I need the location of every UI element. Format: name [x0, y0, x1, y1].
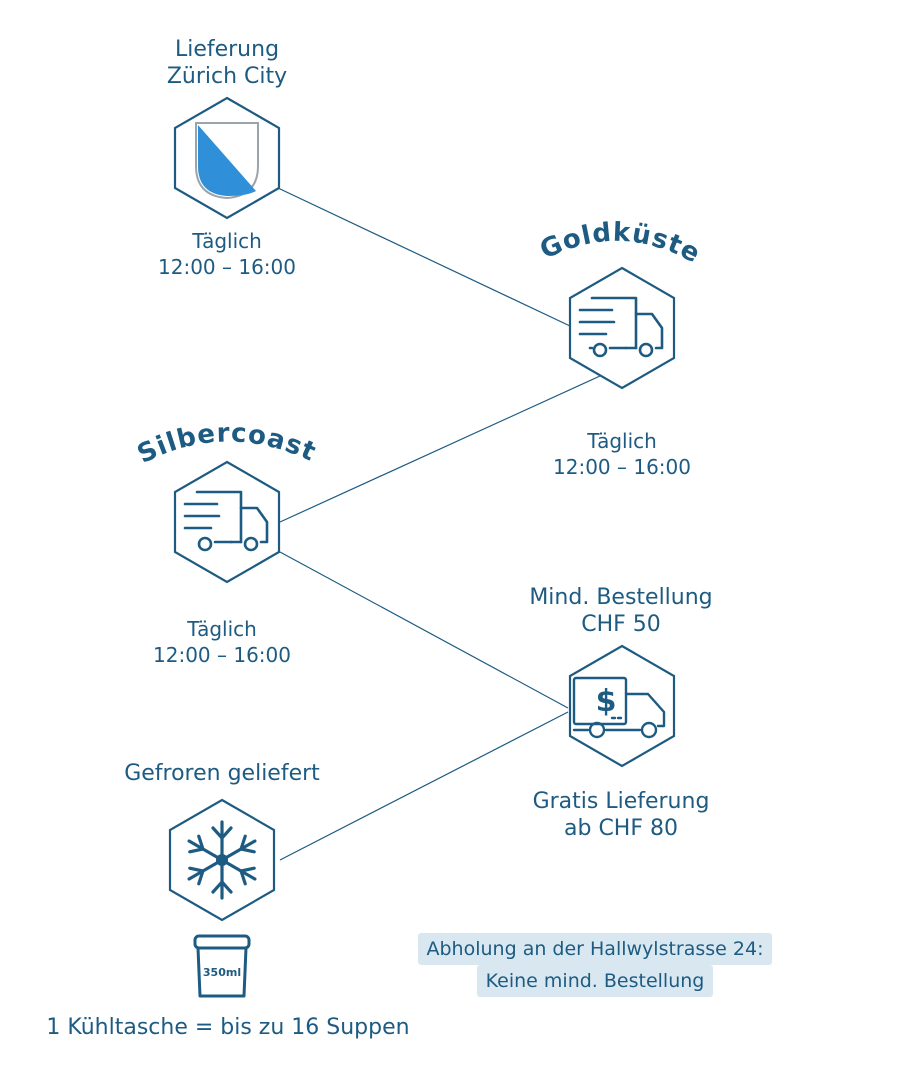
minimum-order-line2: CHF 50: [581, 612, 661, 637]
delivery-truck-icon: [183, 490, 269, 552]
goldkueste-schedule-hours: 12:00 – 16:00: [553, 455, 691, 479]
zurich-schedule-days: Täglich: [192, 229, 262, 253]
zurich-title-line2: Zürich City: [166, 64, 288, 89]
hexagon-minimum-order: $: [568, 644, 676, 768]
silbercoast-schedule-hours: 12:00 – 16:00: [153, 643, 291, 667]
zurich-title-line1: Lieferung: [174, 37, 280, 62]
zurich-schedule-hours: 12:00 – 16:00: [158, 255, 296, 279]
hexagon-silbercoast: [173, 460, 281, 584]
soup-cup-icon: 350ml: [193, 934, 251, 998]
cup-label: 350ml: [203, 966, 241, 979]
zurich-schedule: Täglich 12:00 – 16:00: [127, 228, 327, 280]
free-delivery-line1: Gratis Lieferung: [532, 789, 710, 814]
dollar-sign-icon: $: [596, 684, 617, 719]
goldkueste-schedule-days: Täglich: [587, 429, 657, 453]
connector-lines: [277, 187, 601, 861]
hexagon-frozen: [168, 798, 276, 922]
snowflake-icon: [187, 820, 257, 900]
pickup-note-line2: Keine mind. Bestellung: [476, 965, 714, 997]
frozen-title: Gefroren geliefert: [97, 760, 347, 787]
hexagon-goldkueste: [568, 266, 676, 390]
free-delivery-line2: ab CHF 80: [564, 816, 678, 841]
connector-silbercoast-minorder: [279, 551, 569, 709]
cooler-note-text: 1 Kühltasche = bis zu 16 Suppen: [46, 1015, 410, 1040]
delivery-truck-icon: [578, 296, 664, 358]
frozen-title-text: Gefroren geliefert: [124, 761, 320, 786]
paid-delivery-truck-icon: [572, 676, 666, 739]
connector-goldkueste-silbercoast: [279, 375, 601, 523]
minimum-order-text: Mind. Bestellung CHF 50: [496, 584, 746, 638]
zurich-coat-of-arms-icon: [195, 122, 259, 200]
goldkueste-schedule: Täglich 12:00 – 16:00: [522, 428, 722, 480]
connector-minorder-frozen: [279, 711, 569, 861]
cooler-note: 1 Kühltasche = bis zu 16 Suppen: [28, 1014, 428, 1041]
pickup-note: Abholung an der Hallwylstrasse 24: Keine…: [400, 933, 790, 997]
connector-zurich-goldkueste: [277, 187, 571, 327]
minimum-order-line1: Mind. Bestellung: [529, 585, 713, 610]
goldkueste-title: Goldküste: [536, 218, 706, 270]
pickup-note-line1: Abholung an der Hallwylstrasse 24:: [417, 933, 773, 965]
hexagon-zurich: [173, 96, 281, 220]
zurich-title: Lieferung Zürich City: [127, 36, 327, 90]
free-delivery-text: Gratis Lieferung ab CHF 80: [496, 788, 746, 842]
silbercoast-schedule: Täglich 12:00 – 16:00: [122, 616, 322, 668]
silbercoast-schedule-days: Täglich: [187, 617, 257, 641]
